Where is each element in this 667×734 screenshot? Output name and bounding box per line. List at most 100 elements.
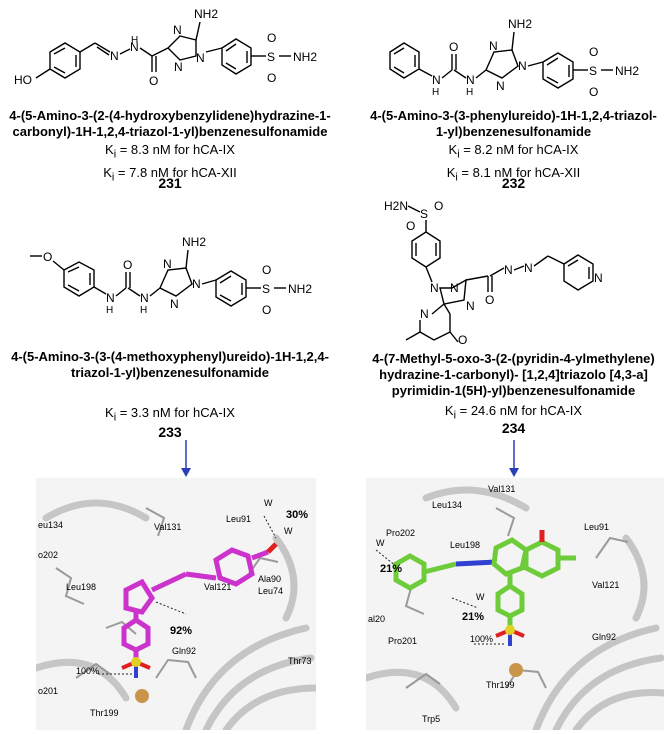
compound-234-number: 234 [501, 420, 526, 436]
pct-21-a: 21% [380, 563, 402, 575]
triazole-n-b: N [496, 79, 505, 93]
pct-100: 100% [76, 666, 99, 676]
structure-234: H2N S O O N N N O N O N N N [384, 199, 603, 347]
res-thr199: Thr199 [486, 680, 515, 690]
structure-231: HO N N H O N N N NH2 S O O NH2 [14, 7, 317, 88]
urea-o-label: O [449, 40, 458, 54]
sulfur-label: S [262, 282, 270, 296]
docking-image-233: Leu91 Val131 eu134 o202 Leu198 Val121 Al… [36, 478, 316, 730]
hydrazide-n-label: N [130, 40, 139, 54]
res-leu134: Leu134 [432, 500, 462, 510]
carbonyl-o-label: O [485, 293, 494, 307]
triazole-n-c: N [518, 59, 527, 73]
triazole-n-a: N [489, 39, 498, 53]
sulfonyl-o1-label: O [267, 31, 276, 45]
triazole-n-a: N [163, 257, 172, 271]
sulfonamide-nh2-label: NH2 [288, 282, 312, 296]
res-leu198: Leu198 [66, 582, 96, 592]
triazole-n1-label: N [173, 23, 182, 37]
triazole-n-c: N [192, 277, 201, 291]
sulfonyl-o2-label: O [589, 85, 598, 99]
ki-line: Ki = 8.1 nM for hCA-XII [446, 164, 581, 184]
triazole-n-b: N [170, 297, 179, 311]
sulfonamide-nh2-label: NH2 [293, 50, 317, 64]
res-leu91: Leu91 [226, 514, 251, 524]
compound-231-name: 4-(5-Amino-3-(2-(4-hydroxybenzylidene)hy… [9, 108, 331, 139]
water-1: W [376, 538, 385, 548]
compound-233-ki: Ki = 3.3 nM for hCA-IX [0, 404, 340, 427]
sulfur-label: S [420, 207, 428, 221]
sulfonyl-o2-label: O [434, 199, 443, 213]
compound-232-name: 4-(5-Amino-3-(3-phenylureido)-1H-1,2,4-t… [370, 108, 657, 139]
nh-h-label: H [131, 35, 138, 46]
methoxy-o-label: O [43, 250, 52, 264]
svg-text:H: H [432, 87, 439, 98]
ki-line: Ki = 8.3 nM for hCA-IX [105, 142, 235, 161]
amino-label: NH2 [508, 17, 532, 31]
amino-label: NH2 [182, 235, 206, 249]
urea-n2-label: N [140, 291, 149, 305]
res-pro201: Pro201 [388, 636, 417, 646]
triazolo-n1-label: N [430, 281, 439, 295]
water-1: W [264, 498, 273, 508]
compound-234-name: 4-(7-Methyl-5-oxo-3-(2-(pyridin-4-ylmeth… [372, 351, 655, 398]
res-leu134: eu134 [38, 520, 63, 530]
ki-line: Ki = 7.8 nM for hCA-XII [103, 164, 237, 184]
triazolo-n3-label: N [466, 299, 475, 313]
compound-231-ki: Ki = 8.3 nM for hCA-IX Ki = 7.8 nM for h… [0, 141, 340, 186]
pct-100: 100% [470, 634, 493, 644]
water-2: W [476, 592, 485, 602]
carbonyl-o-label: O [149, 74, 158, 88]
compound-232-ki: Ki = 8.2 nM for hCA-IX Ki = 8.1 nM for h… [360, 141, 667, 186]
arrow-down-left [181, 440, 191, 477]
sulfonyl-o1-label: O [262, 263, 271, 277]
pct-30: 30% [286, 509, 308, 521]
res-pro201: o201 [38, 686, 58, 696]
oh-label: HO [14, 73, 32, 87]
pyridine-n-label: N [594, 271, 603, 285]
arrow-down-right [509, 440, 519, 477]
ki-line: Ki = 8.2 nM for hCA-IX [448, 142, 579, 161]
res-leu198: Leu198 [450, 540, 480, 550]
res-pro202: Pro202 [386, 528, 415, 538]
res-val121: Val121 [204, 582, 231, 592]
amino-label: NH2 [194, 7, 218, 21]
sulfonyl-o1-label: O [406, 219, 415, 233]
triazole-n2-label: N [174, 60, 183, 74]
sulfonyl-o2-label: O [267, 71, 276, 85]
water-2: W [284, 526, 293, 536]
compound-231-number: 231 [158, 175, 182, 191]
urea-n1-label: N [106, 291, 115, 305]
svg-text:H: H [466, 87, 473, 98]
hydrazide-n-label: N [504, 263, 513, 277]
triazolo-n2-label: N [450, 281, 459, 295]
res-pro202: o202 [38, 550, 58, 560]
h2n-label: H2N [384, 199, 408, 213]
res-gln92: Gln92 [592, 632, 616, 642]
pyrimidine-n-label: N [420, 307, 429, 321]
res-leu91: Leu91 [584, 522, 609, 532]
res-val131: Val131 [154, 522, 181, 532]
res-thr73: Thr73 [288, 656, 312, 666]
oxo-o-label: O [458, 333, 467, 347]
sulfonamide-nh2-label: NH2 [615, 64, 639, 78]
compound-232-number: 232 [501, 175, 526, 191]
res-val121: Val121 [592, 580, 619, 590]
res-gln92: Gln92 [172, 646, 196, 656]
ki-line: Ki = 3.3 nM for hCA-IX [105, 405, 235, 424]
ligand-234 [393, 530, 576, 677]
sulfonyl-o2-label: O [262, 303, 271, 317]
svg-text:H: H [106, 305, 113, 316]
triazole-n3-label: N [196, 51, 205, 65]
sulfonyl-o1-label: O [589, 45, 598, 59]
hydrazone-n-label: N [524, 261, 533, 275]
res-thr199: Thr199 [90, 708, 119, 718]
res-val20: al20 [368, 614, 385, 624]
compound-233-number: 233 [158, 424, 182, 440]
docking-image-234: Val131 Leu134 Pro202 Leu198 Leu91 Val121… [366, 478, 664, 730]
urea-o-label: O [123, 258, 132, 272]
res-ala90: Ala90 [258, 574, 281, 584]
res-leu74: Leu74 [258, 586, 283, 596]
res-trp5: Trp5 [422, 714, 440, 724]
urea-n1-label: N [432, 73, 441, 87]
